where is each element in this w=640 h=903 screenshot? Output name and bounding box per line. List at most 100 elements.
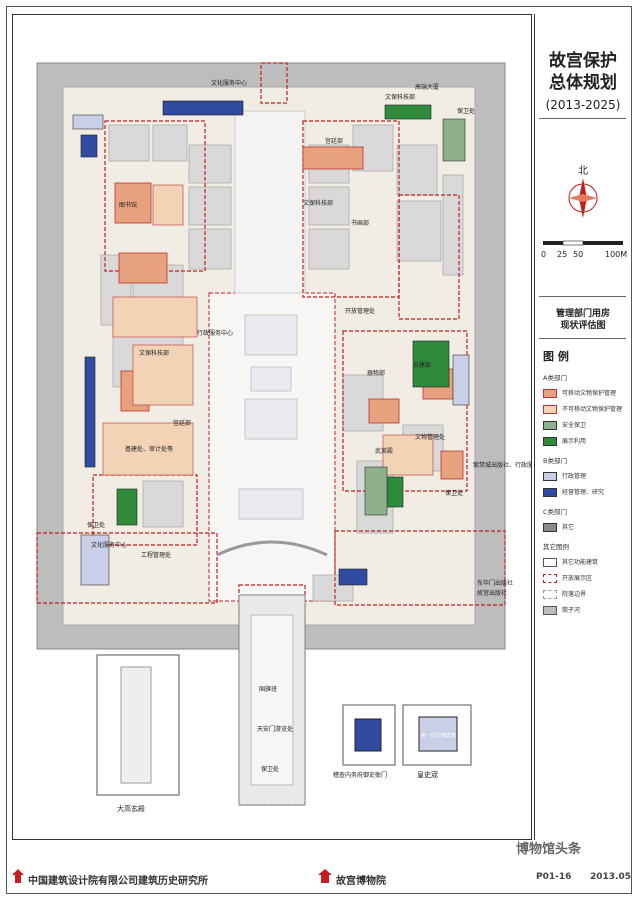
legend-label: 可移动文物保护管理 [562, 389, 617, 397]
watermark: 博物馆头条 [516, 842, 582, 857]
north-label: 北 [578, 166, 588, 177]
palace-map: 文化服务中心 高端大厦 文保科技部 保卫处 宫廷部 图书馆 文保科技部 书画部 … [36, 62, 557, 813]
legend-label: 筒子河 [562, 606, 581, 614]
map-label: 文化服务中心 [91, 541, 127, 549]
tiananmen-path [250, 614, 294, 786]
legend-label: 院落边界 [562, 590, 587, 598]
map-label: 工程管理处 [141, 551, 171, 559]
security-blocks [364, 118, 466, 516]
map-label: 文化服务中心 [211, 79, 247, 87]
legend-label: 展示利用 [562, 437, 587, 445]
scale-tick: 50 [573, 250, 584, 259]
map-label: 书画部 [351, 219, 369, 227]
plan-title: 故宫保护 总体规划 [535, 50, 631, 94]
legend-swatch [543, 420, 557, 430]
map-label: 天安门游览处 [257, 725, 293, 733]
legend-swatch [543, 388, 557, 398]
legend-category: B类部门 [543, 457, 567, 465]
legend-swatch [543, 605, 557, 615]
architecture-institute-logo-icon [12, 869, 24, 883]
map-label: 紫禁城出版社、行政服务中心等 [473, 461, 531, 469]
inset-tag: 第一历史档案馆 [421, 732, 456, 739]
legend-list: A类部门可移动文物保护管理不可移动文物保护管理安全保卫展示利用 B类部门行政管理经… [539, 366, 629, 618]
sheet-title-line2: 现状评估图 [560, 321, 606, 331]
research-blocks [80, 100, 368, 586]
org-left: 中国建筑设计院有限公司建筑历史研究所 [28, 876, 208, 887]
legend-item: 筒子河 [543, 602, 629, 618]
sheet-number: P01-16 [536, 872, 572, 882]
legend-item: 不可移动文物保护管理 [543, 401, 629, 417]
legend-swatch [543, 404, 557, 414]
golden-water-river [216, 540, 328, 557]
legend-swatch [543, 471, 557, 481]
inset-caption: 大高玄殿 [117, 804, 145, 813]
title-line1: 故宫保护 [549, 51, 617, 71]
map-label: 高端大厦 [415, 83, 439, 91]
map-label: 武英殿 [375, 447, 393, 455]
divider [539, 296, 626, 297]
legend-category: C类部门 [543, 508, 568, 516]
map-label: 文保科技部 [385, 93, 415, 101]
map-label: 保卫处 [261, 765, 279, 773]
legend-category: A类部门 [543, 374, 567, 382]
palace-museum-logo-icon [318, 869, 332, 883]
legend-swatch [543, 573, 557, 583]
map-label: 行政服务中心 [197, 329, 233, 337]
map-label: 国旗班 [259, 685, 277, 693]
legend-item: 院落边界 [543, 586, 629, 602]
legend-swatch [543, 589, 557, 599]
legend-item: 经营管理、研究 [543, 484, 629, 500]
legend-swatch [543, 557, 557, 567]
legend-item: 安全保卫 [543, 417, 629, 433]
inner-court [234, 110, 306, 294]
legend-sidebar: 故宫保护 总体规划 (2013-2025) 北 0 25 50 100M 管理部… [534, 14, 630, 840]
map-label: 开放管理处 [345, 307, 375, 315]
legend-label: 其它功能建筑 [562, 558, 599, 566]
legend-swatch [543, 487, 557, 497]
legend-item: 行政管理 [543, 468, 629, 484]
divider [539, 118, 626, 119]
legend-item: 展示利用 [543, 433, 629, 449]
drawing-sheet [6, 6, 632, 894]
legend-heading: 图 例 [543, 350, 569, 363]
map-label: 保卫处 [457, 107, 475, 115]
scale-tick: 0 [541, 250, 547, 259]
legend-item: 其它 [543, 519, 629, 535]
north-arrow-icon [568, 178, 598, 218]
legend-item: 可移动文物保护管理 [543, 385, 629, 401]
inset-caption: 皇史宬 [417, 770, 438, 779]
map-frame: 文化服务中心 高端大厦 文保科技部 保卫处 宫廷部 图书馆 文保科技部 书画部 … [12, 14, 557, 840]
legend-label: 不可移动文物保护管理 [562, 405, 623, 413]
scale-bar [543, 240, 623, 246]
map-label: 文保科技部 [303, 199, 333, 207]
title-line2: 总体规划 [549, 73, 617, 93]
immovable-relic-blocks [102, 184, 434, 476]
legend-swatch [543, 436, 557, 446]
display-use-blocks [116, 104, 450, 526]
legend-label: 开放展示区 [562, 574, 593, 582]
map-label: 东华门出版社 [477, 579, 513, 587]
legend-item: 开放展示区 [543, 570, 629, 586]
org-right: 故宫博物院 [336, 876, 386, 887]
scale-tick: 100M [605, 250, 628, 259]
inset-building-huangshicheng [418, 716, 458, 752]
map-label: 图书馆 [119, 201, 137, 209]
sheet-title-line1: 管理部门用房 [555, 309, 610, 319]
inset-building-jicha [354, 718, 382, 752]
divider [539, 338, 626, 339]
footer: 中国建筑设计院有限公司建筑历史研究所 故宫博物院 P01-16 2013.05 [12, 862, 632, 890]
sheet-date: 2013.05 [590, 872, 631, 882]
map-label: 基建处、审计处等 [125, 445, 173, 453]
legend-label: 行政管理 [562, 472, 587, 480]
legend-item: 其它功能建筑 [543, 554, 629, 570]
legend-swatch [543, 522, 557, 532]
legend-label: 其它 [562, 523, 575, 531]
map-label: 宫廷部 [325, 137, 343, 145]
map-label: 故宫出版社 [477, 589, 507, 597]
map-label: 文物管理处 [415, 433, 445, 441]
scale-tick: 25 [557, 250, 568, 259]
plan-period: (2013-2025) [545, 98, 621, 112]
inset-building-dagaoxuan [120, 666, 152, 784]
legend-category: 其它图例 [543, 543, 569, 551]
inset-caption: 稽查内务府御史衙门 [333, 771, 387, 779]
